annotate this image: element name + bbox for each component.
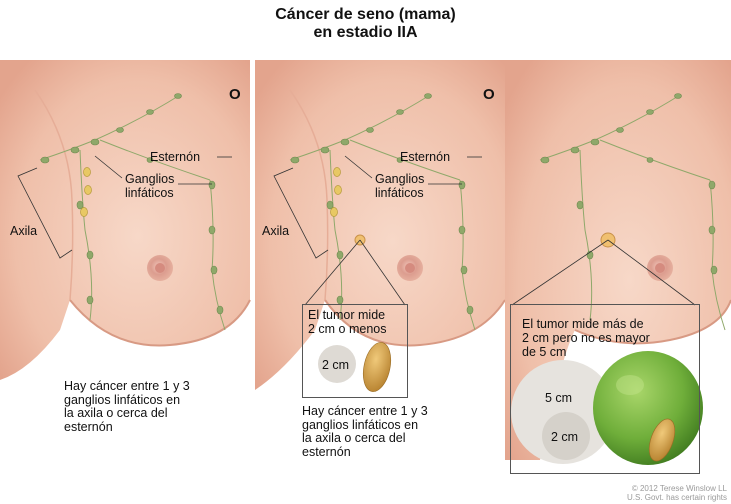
label-lymph-line-1: Ganglios (375, 172, 424, 186)
circle-label-2cm-panel-2: 2 cm (322, 358, 349, 372)
label-lymph-line-2: linfáticos (125, 186, 174, 200)
separator-or-2: O (483, 86, 495, 103)
box-3-line-2: 2 cm pero no es mayor (522, 331, 650, 345)
label-sternum-panel-1: Esternón (150, 150, 200, 164)
box-2-line-2: 2 cm o menos (308, 322, 387, 336)
box-3-line-3: de 5 cm (522, 345, 650, 359)
label-lymph-line-2: linfáticos (375, 186, 424, 200)
page-title: Cáncer de seno (mama) en estadio IIA (0, 6, 731, 42)
label-sternum-panel-2: Esternón (400, 150, 450, 164)
caption-panel-1: Hay cáncer entre 1 y 3 ganglios linfátic… (64, 380, 190, 434)
box-2-line-1: El tumor mide (308, 308, 387, 322)
caption-panel-2: Hay cáncer entre 1 y 3 ganglios linfátic… (302, 405, 428, 459)
circle-label-5cm: 5 cm (545, 391, 572, 405)
circle-label-2cm-panel-3: 2 cm (551, 430, 578, 444)
box-2-text: El tumor mide 2 cm o menos (308, 308, 387, 336)
label-lymph-line-1: Ganglios (125, 172, 174, 186)
copyright-line-1: © 2012 Terese Winslow LL (627, 484, 727, 493)
separator-or-1: O (229, 86, 241, 103)
label-lymph-nodes-panel-1: Ganglios linfáticos (125, 172, 174, 200)
copyright-line-2: U.S. Govt. has certain rights (627, 493, 727, 502)
box-3-text: El tumor mide más de 2 cm pero no es may… (522, 317, 650, 359)
title-line-1: Cáncer de seno (mama) (0, 6, 731, 24)
copyright: © 2012 Terese Winslow LL U.S. Govt. has … (627, 484, 727, 502)
label-lymph-nodes-panel-2: Ganglios linfáticos (375, 172, 424, 200)
box-3-line-1: El tumor mide más de (522, 317, 650, 331)
label-axilla-panel-1: Axila (10, 224, 37, 238)
label-axilla-panel-2: Axila (262, 224, 289, 238)
title-line-2: en estadio IIA (0, 24, 731, 42)
